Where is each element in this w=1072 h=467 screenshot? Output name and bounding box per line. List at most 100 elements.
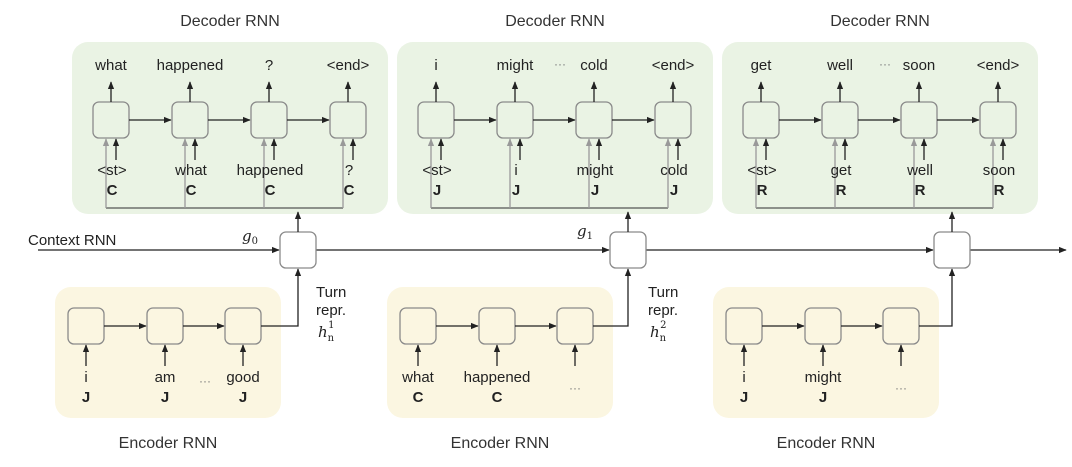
decoder-output-token: well (826, 57, 853, 74)
decoder-node (654, 101, 692, 139)
decoder-output-token: <end> (652, 57, 695, 74)
turn-representation-arrow (261, 268, 302, 327)
turn-repr-var: hn1 (318, 320, 335, 344)
decoder-panel-2: Decoder RNNi<st>JmightiJcoldmightJ<end>c… (397, 13, 713, 214)
decoder-output-token: i (434, 57, 437, 74)
turn-representation-arrow (593, 268, 632, 327)
decoder-output-token: ? (265, 57, 273, 74)
ellipsis: ··· (895, 381, 907, 395)
decoder-title: Decoder RNN (830, 13, 930, 30)
context-node-1 (279, 231, 317, 269)
context-node-3 (933, 231, 971, 269)
decoder-panel-1: Decoder RNNwhat<st>ChappenedwhatC?happen… (72, 13, 388, 214)
decoder-node (417, 101, 455, 139)
speaker-label: J (239, 389, 247, 406)
decoder-output-token: happened (157, 57, 224, 74)
speaker-label: R (915, 182, 926, 199)
ellipsis: ··· (199, 374, 211, 388)
encoder-title: Encoder RNN (777, 435, 876, 452)
encoder-input-token: i (742, 369, 745, 386)
encoder-input-token: good (226, 369, 259, 386)
turn-label-line1: Turn (316, 284, 346, 301)
speaker-label: C (492, 389, 503, 406)
decoder-node (496, 101, 534, 139)
speaker-label: J (819, 389, 827, 406)
decoder-input-token: get (831, 162, 853, 179)
decoder-input-token: well (906, 162, 933, 179)
decoder-node (821, 101, 859, 139)
turn-repr-var: hn2 (650, 320, 667, 344)
decoder-input-token: <st> (97, 162, 126, 179)
decoder-node (979, 101, 1017, 139)
encoder-node (556, 307, 594, 345)
turn-label-line1: Turn (648, 284, 678, 301)
decoder-output-token: cold (580, 57, 608, 74)
encoder-input-token: might (805, 369, 843, 386)
context-state-g1: g1 (577, 222, 593, 242)
decoder-input-token: happened (237, 162, 304, 179)
speaker-label: J (512, 182, 520, 199)
context-node-2 (609, 231, 647, 269)
encoder-title: Encoder RNN (451, 435, 550, 452)
decoder-input-token: cold (660, 162, 688, 179)
ellipsis: ··· (554, 57, 566, 71)
decoder-input-token: ? (345, 162, 353, 179)
speaker-label: J (591, 182, 599, 199)
decoder-output-token: soon (903, 57, 936, 74)
decoder-input-token: <st> (422, 162, 451, 179)
decoder-input-token: what (174, 162, 208, 179)
decoder-output-token: might (497, 57, 535, 74)
ellipsis: ··· (879, 57, 891, 71)
turn-repr-label-1: Turn repr. hn1 (316, 284, 346, 344)
speaker-label: J (161, 389, 169, 406)
decoder-title: Decoder RNN (180, 13, 280, 30)
encoder-node (146, 307, 184, 345)
speaker-label: C (107, 182, 118, 199)
decoder-node (742, 101, 780, 139)
decoder-node (575, 101, 613, 139)
speaker-label: C (186, 182, 197, 199)
encoder-node (399, 307, 437, 345)
encoder-node (67, 307, 105, 345)
turn-repr-label-2: Turn repr. hn2 (648, 284, 678, 344)
encoder-node (804, 307, 842, 345)
decoder-input-token: soon (983, 162, 1016, 179)
decoder-background (72, 42, 388, 214)
decoder-node (250, 101, 288, 139)
decoder-node (92, 101, 130, 139)
encoder-node (882, 307, 920, 345)
decoder-input-token: might (577, 162, 615, 179)
speaker-label: J (433, 182, 441, 199)
decoder-node (900, 101, 938, 139)
context-rnn: Context RNN g0 g1 Turn repr. hn1 Turn re… (28, 211, 1067, 344)
encoder-node (725, 307, 763, 345)
decoder-output-token: <end> (327, 57, 370, 74)
encoder-input-token: happened (464, 369, 531, 386)
decoder-output-token: get (751, 57, 773, 74)
decoder-output-token: <end> (977, 57, 1020, 74)
context-state-g0: g0 (242, 227, 258, 247)
speaker-label: R (757, 182, 768, 199)
speaker-label: C (344, 182, 355, 199)
encoder-node (224, 307, 262, 345)
speaker-label: R (994, 182, 1005, 199)
encoder-input-token: am (155, 369, 176, 386)
decoder-background (397, 42, 713, 214)
speaker-label: J (740, 389, 748, 406)
speaker-label: J (670, 182, 678, 199)
decoder-input-token: <st> (747, 162, 776, 179)
turn-label-line2: repr. (648, 302, 678, 319)
speaker-label: C (265, 182, 276, 199)
speaker-label: J (82, 389, 90, 406)
encoder-input-token: i (84, 369, 87, 386)
decoder-node (329, 101, 367, 139)
decoder-node (171, 101, 209, 139)
speaker-label: R (836, 182, 847, 199)
encoder-title: Encoder RNN (119, 435, 218, 452)
turn-representation-arrow (919, 268, 956, 327)
ellipsis: ··· (569, 381, 581, 395)
